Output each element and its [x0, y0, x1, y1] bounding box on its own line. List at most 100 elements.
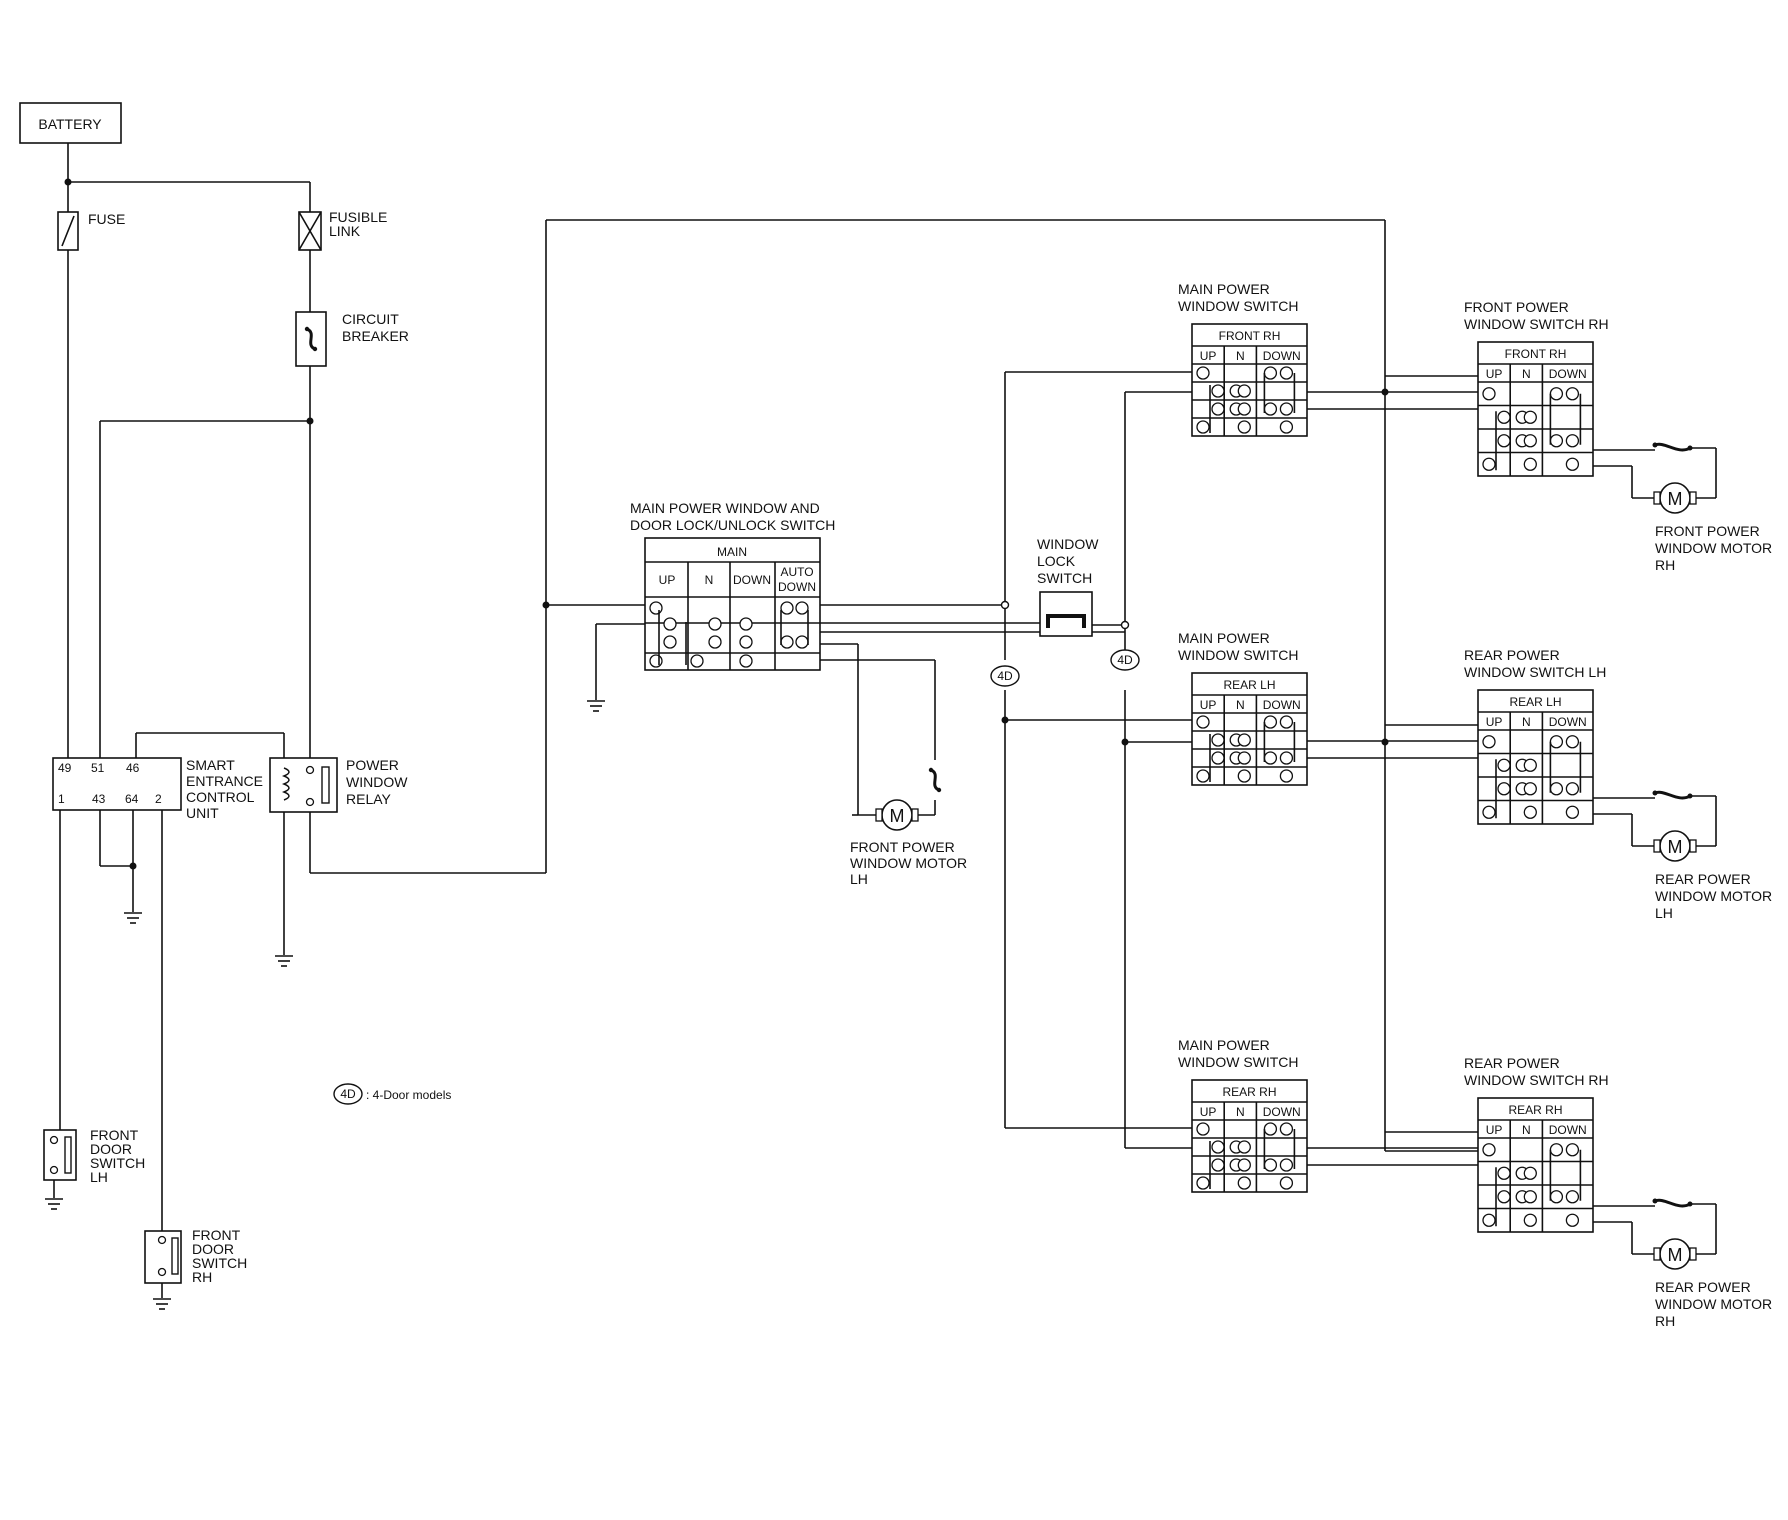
- svg-text:51: 51: [91, 761, 105, 775]
- svg-text:FRONT: FRONT: [90, 1127, 139, 1143]
- svg-text:DOWN: DOWN: [733, 573, 771, 587]
- contact: [1211, 733, 1225, 747]
- svg-text:DOOR: DOOR: [192, 1241, 234, 1257]
- contact: [1196, 715, 1210, 729]
- svg-text:N: N: [1236, 349, 1245, 363]
- contact: [1279, 402, 1294, 416]
- contact: [1549, 387, 1564, 401]
- svg-text:DOWN: DOWN: [1263, 698, 1301, 712]
- svg-text:BATTERY: BATTERY: [38, 116, 102, 132]
- contact: [1565, 782, 1580, 796]
- contact: [1497, 410, 1511, 424]
- svg-text:WINDOW SWITCH LH: WINDOW SWITCH LH: [1464, 664, 1606, 680]
- svg-text:FRONT POWER: FRONT POWER: [850, 839, 955, 855]
- distribution-wiring: [1000, 371, 1192, 1149]
- svg-text:N: N: [1522, 715, 1531, 729]
- contact: [1237, 1176, 1251, 1190]
- svg-text:MAIN POWER: MAIN POWER: [1178, 630, 1270, 646]
- contact: [1196, 366, 1210, 380]
- smart-entrance-control-unit: 49 51 46 1 43 64 2 SMART ENTRANCE CONTRO…: [52, 757, 263, 821]
- contact: [1263, 402, 1278, 416]
- contact: [1482, 805, 1496, 819]
- svg-text:RH: RH: [1655, 1313, 1675, 1329]
- svg-text:REAR RH: REAR RH: [1222, 1085, 1276, 1099]
- svg-text:AUTO: AUTO: [780, 565, 813, 579]
- contact: [1565, 434, 1580, 448]
- contact: [1523, 758, 1537, 772]
- window-lock-switch: WINDOW LOCK SWITCH: [1037, 536, 1125, 637]
- svg-text:64: 64: [125, 792, 139, 806]
- contact: [1523, 410, 1537, 424]
- contact: [1196, 1122, 1210, 1136]
- svg-text:MAIN POWER: MAIN POWER: [1178, 281, 1270, 297]
- front-power-window-motor-lh: M FRONT POWER WINDOW MOTOR LH: [850, 799, 967, 887]
- contact: [1196, 420, 1210, 434]
- svg-text:WINDOW SWITCH RH: WINDOW SWITCH RH: [1464, 1072, 1609, 1088]
- contact: [1565, 387, 1580, 401]
- svg-text:LH: LH: [850, 871, 868, 887]
- svg-text:UP: UP: [1200, 349, 1217, 363]
- svg-text:WINDOW SWITCH: WINDOW SWITCH: [1178, 1054, 1299, 1070]
- svg-text:DOWN: DOWN: [1549, 715, 1587, 729]
- svg-text:: 4-Door models: : 4-Door models: [366, 1088, 451, 1102]
- svg-text:CONTROL: CONTROL: [186, 789, 255, 805]
- svg-text:LOCK: LOCK: [1037, 553, 1076, 569]
- contact: [1196, 1176, 1210, 1190]
- svg-text:1: 1: [58, 792, 65, 806]
- svg-text:DOWN: DOWN: [1549, 1123, 1587, 1137]
- svg-text:SWITCH: SWITCH: [1037, 570, 1092, 586]
- badge-4d-left: 4D: [990, 665, 1020, 687]
- svg-text:N: N: [1522, 367, 1531, 381]
- contact: [1497, 758, 1511, 772]
- contact: [1211, 402, 1225, 416]
- svg-text:LH: LH: [90, 1169, 108, 1185]
- svg-text:UP: UP: [1200, 1105, 1217, 1119]
- contact: [1565, 457, 1580, 471]
- contact: [1497, 434, 1511, 448]
- svg-text:UP: UP: [1200, 698, 1217, 712]
- contact: [1237, 402, 1251, 416]
- power-feed-wiring: [64, 143, 314, 760]
- contact: [1565, 805, 1580, 819]
- contact: [1523, 457, 1537, 471]
- svg-text:4D: 4D: [1117, 653, 1133, 667]
- contact: [1279, 751, 1294, 765]
- svg-text:M: M: [1668, 489, 1683, 509]
- svg-text:4D: 4D: [340, 1087, 356, 1101]
- contact: [1211, 384, 1225, 398]
- svg-text:2: 2: [155, 792, 162, 806]
- contact: [1237, 769, 1251, 783]
- contact: [1211, 751, 1225, 765]
- svg-text:WINDOW MOTOR: WINDOW MOTOR: [1655, 1296, 1772, 1312]
- svg-text:43: 43: [92, 792, 106, 806]
- svg-text:WINDOW MOTOR: WINDOW MOTOR: [850, 855, 967, 871]
- contact: [1523, 1213, 1537, 1227]
- contact: [1196, 769, 1210, 783]
- contact: [1279, 1176, 1294, 1190]
- svg-text:FUSIBLE: FUSIBLE: [329, 209, 387, 225]
- contact: [1237, 1140, 1251, 1154]
- svg-text:REAR LH: REAR LH: [1223, 678, 1275, 692]
- contact: [1237, 751, 1251, 765]
- battery: BATTERY: [19, 102, 122, 144]
- svg-text:UP: UP: [1486, 715, 1503, 729]
- svg-text:M: M: [1668, 1245, 1683, 1265]
- svg-text:DOWN: DOWN: [778, 580, 816, 594]
- contact: [1482, 1213, 1496, 1227]
- svg-text:N: N: [1522, 1123, 1531, 1137]
- contact: [1279, 1122, 1294, 1136]
- svg-text:WINDOW: WINDOW: [346, 774, 408, 790]
- contact: [1211, 1158, 1225, 1172]
- svg-text:REAR POWER: REAR POWER: [1464, 1055, 1560, 1071]
- svg-text:DOWN: DOWN: [1263, 1105, 1301, 1119]
- contact: [1565, 1143, 1580, 1157]
- contact: [1279, 715, 1294, 729]
- contact: [1237, 384, 1251, 398]
- svg-text:WINDOW SWITCH RH: WINDOW SWITCH RH: [1464, 316, 1609, 332]
- svg-text:FRONT RH: FRONT RH: [1219, 329, 1281, 343]
